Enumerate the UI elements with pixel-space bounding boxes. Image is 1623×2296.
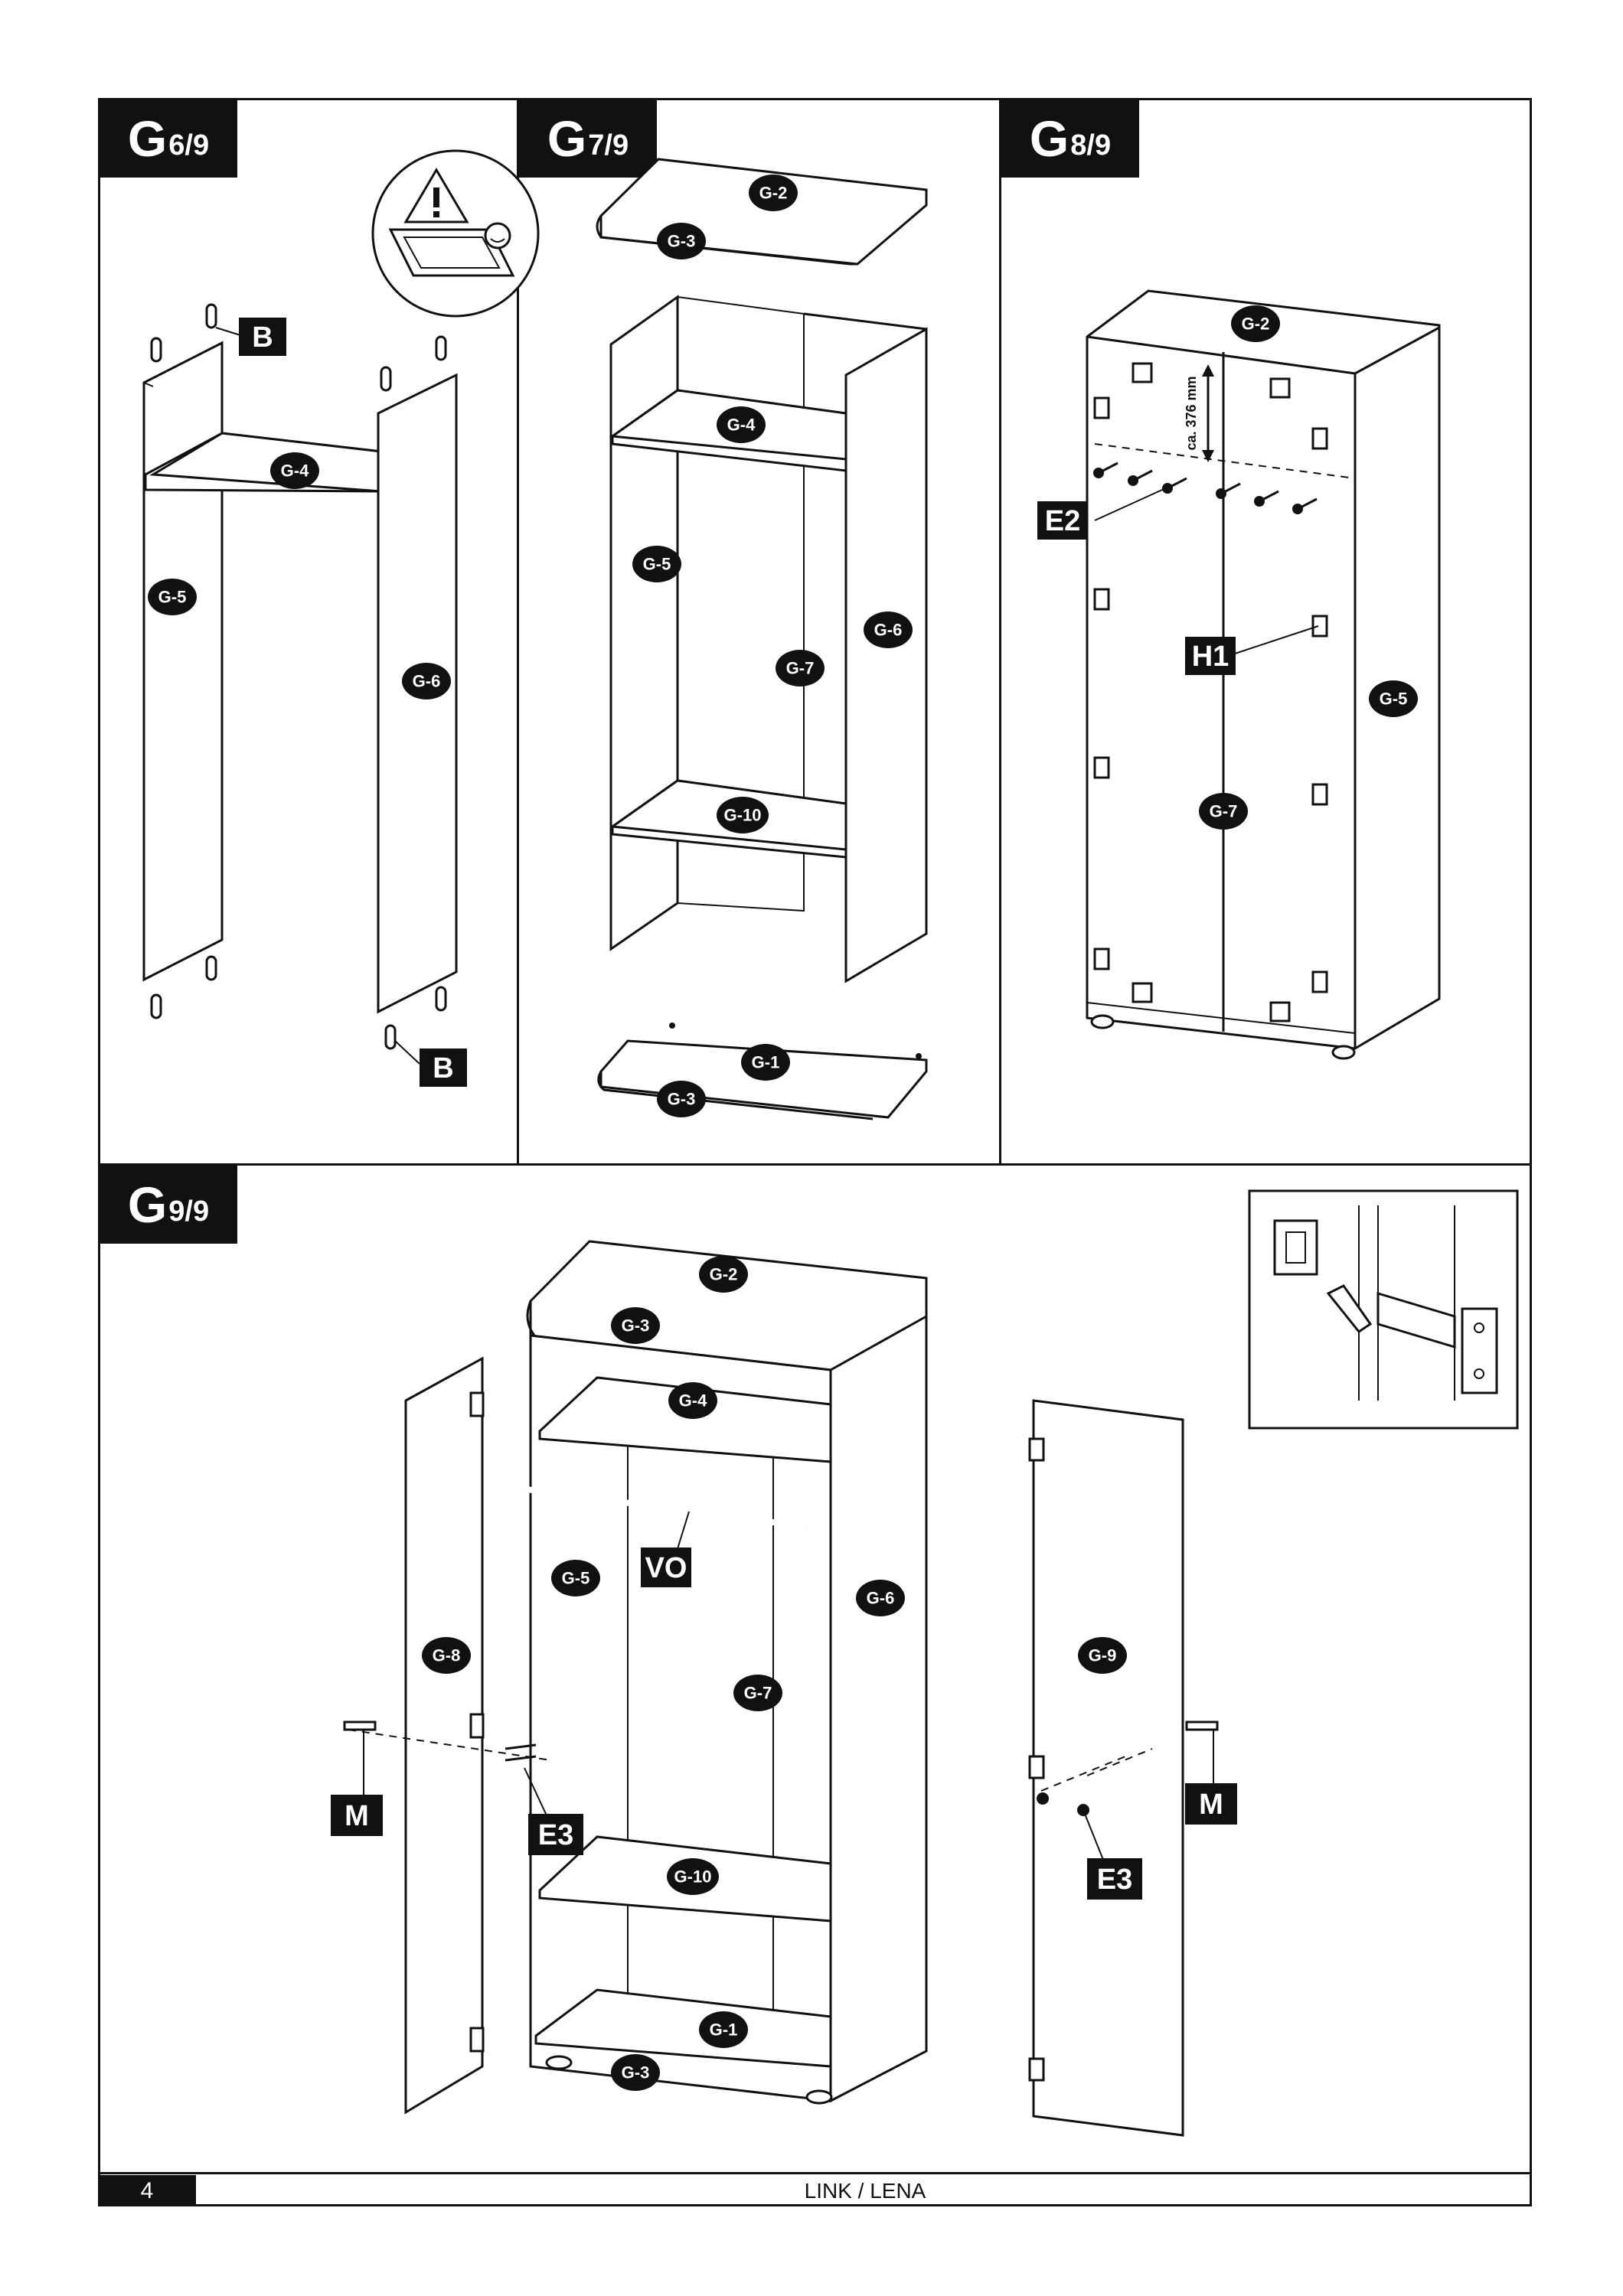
divider-step6-step7 [517, 98, 519, 1163]
part-g1-step9-marker [699, 2011, 748, 2048]
page-frame [98, 98, 1532, 2206]
part-g3-step9-bottom-label: G-3 [622, 2063, 650, 2082]
part-g4-step7-marker [717, 406, 766, 443]
part-g3-step7-bottom-label: G-3 [668, 1090, 696, 1109]
footer-product-title: LINK / LENA [804, 2178, 926, 2203]
part-g4-step9-label: G-4 [679, 1391, 707, 1411]
part-g3-step9-top-label: G-3 [622, 1316, 650, 1336]
page-number: 4 [98, 2175, 196, 2206]
hardware-m-left-label: M [345, 1800, 369, 1832]
part-g10-step9-label: G-10 [674, 1867, 712, 1887]
part-g4-step6-label: G-4 [281, 461, 309, 481]
part-g6-step9-label: G-6 [867, 1589, 895, 1608]
hardware-m-right-box [1185, 1783, 1237, 1825]
part-g8-step9-label: G-8 [433, 1646, 461, 1665]
warning-icon [371, 149, 540, 318]
part-g7-step8-marker [1199, 793, 1248, 830]
part-g9-step9-label: G-9 [1089, 1646, 1117, 1665]
hardware-vo-label: VO [645, 1552, 687, 1584]
step6-illustration [142, 149, 540, 1065]
part-g5-step9-label: G-5 [562, 1569, 590, 1588]
part-g6-step6-label: G-6 [413, 672, 441, 691]
part-g2-step9-label: G-2 [710, 1265, 738, 1284]
part-g5-step6-label: G-5 [158, 588, 187, 607]
hardware-b-bottom-box [420, 1049, 467, 1087]
shelf-height-measurement: ca. 376 mm [1184, 376, 1199, 450]
part-g2-step7-label: G-2 [759, 184, 788, 203]
hardware-e3-right-box [1087, 1858, 1142, 1900]
part-g6-step7-marker [864, 612, 913, 648]
part-g1-step7-marker [741, 1044, 790, 1081]
hardware-h1-label: H1 [1192, 641, 1229, 673]
hardware-b-top-box [239, 318, 286, 356]
hardware-h1-box [1185, 637, 1236, 675]
part-g5-step7-label: G-5 [643, 555, 671, 574]
part-g2-step9-marker [699, 1256, 748, 1293]
part-g4-step9-marker [668, 1382, 717, 1419]
part-g5-step8-marker [1369, 680, 1418, 717]
part-g7-step7-label: G-7 [786, 659, 815, 678]
part-g3-step7-top-label: G-3 [668, 232, 696, 251]
part-g6-step6-marker [402, 663, 451, 700]
part-g9-step9-marker [1078, 1637, 1127, 1674]
hardware-vo-box [641, 1548, 691, 1587]
hardware-m-right-label: M [1199, 1789, 1223, 1821]
part-g4-step7-label: G-4 [727, 416, 756, 435]
part-g8-step9-marker [422, 1637, 471, 1674]
part-g3-step7-top-marker [657, 223, 706, 259]
part-g7-step8-label: G-7 [1210, 802, 1238, 821]
part-g10-step7-label: G-10 [724, 806, 762, 825]
hardware-e3-right-label: E3 [1097, 1864, 1132, 1896]
part-g5-step8-label: G-5 [1380, 690, 1408, 709]
part-g7-step9-marker [733, 1675, 782, 1711]
step8-illustration [1086, 289, 1441, 1060]
hardware-e3-left-label: E3 [538, 1819, 573, 1851]
hardware-b-bottom-label: B [433, 1052, 453, 1084]
part-g3-step9-top-marker [611, 1307, 660, 1344]
divider-step7-step8 [999, 98, 1001, 1163]
part-g1-step7-label: G-1 [752, 1053, 780, 1072]
part-g2-step7-marker [749, 174, 798, 211]
part-g1-step9-label: G-1 [710, 2020, 738, 2040]
hardware-e2-box [1037, 501, 1088, 540]
part-g5-step7-marker [632, 546, 681, 582]
hardware-e2-label: E2 [1045, 505, 1080, 537]
part-g5-step9-marker [551, 1560, 600, 1596]
part-g6-step9-marker [856, 1580, 905, 1616]
divider-top-bottom [98, 1163, 1532, 1166]
hardware-m-left-box [331, 1795, 383, 1836]
hardware-b-top-label: B [252, 321, 273, 354]
part-g3-step7-bottom-marker [657, 1081, 706, 1117]
part-g7-step9-label: G-7 [744, 1684, 772, 1703]
hardware-e3-left-box [528, 1814, 583, 1855]
part-g10-step9-marker [667, 1858, 719, 1895]
part-g5-step6-marker [148, 579, 197, 615]
part-g2-step8-label: G-2 [1242, 315, 1270, 334]
hinge-detail-inset [1248, 1189, 1519, 1430]
part-g10-step7-marker [717, 797, 769, 833]
part-g7-step7-marker [776, 650, 825, 687]
part-g4-step6-marker [270, 452, 319, 489]
part-g2-step8-marker [1231, 305, 1280, 342]
part-g3-step9-bottom-marker [611, 2054, 660, 2091]
divider-footer [98, 2172, 1532, 2174]
part-g6-step7-label: G-6 [874, 621, 903, 640]
